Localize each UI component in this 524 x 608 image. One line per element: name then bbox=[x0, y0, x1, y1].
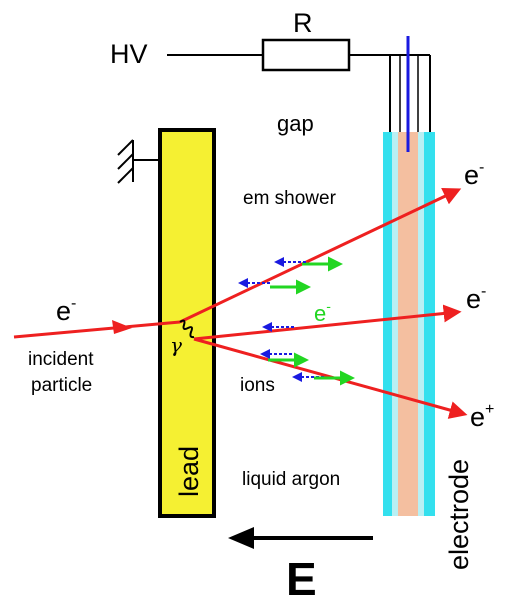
electron-middle-label: e- bbox=[466, 283, 486, 314]
incident-electron-label: e- bbox=[56, 295, 76, 326]
free-electron-label: e- bbox=[314, 298, 331, 326]
liquid-argon-label: liquid argon bbox=[242, 469, 340, 490]
electric-field-arrow bbox=[228, 527, 373, 549]
lead-label: lead bbox=[174, 446, 204, 497]
shower-track-middle bbox=[193, 304, 462, 341]
electrode-inner bbox=[398, 132, 418, 516]
electrode-right-layer bbox=[418, 132, 424, 516]
gap-label: gap bbox=[277, 111, 314, 136]
electric-field-label: E bbox=[286, 553, 317, 605]
ground-icon bbox=[117, 139, 160, 184]
photon-wavy-icon bbox=[179, 319, 195, 339]
electrode-label: electrode bbox=[444, 459, 474, 570]
resistor-label: R bbox=[293, 8, 313, 38]
gamma-label: γ bbox=[170, 333, 182, 357]
incident-label-line1: incident bbox=[28, 349, 94, 370]
positron-label: e+ bbox=[470, 401, 494, 432]
incident-label-line2: particle bbox=[31, 375, 92, 396]
shower-track-upper bbox=[179, 188, 462, 324]
incident-track-arrowhead bbox=[112, 320, 132, 334]
electrode bbox=[383, 36, 435, 516]
electrode-left-layer bbox=[392, 132, 398, 516]
incident-track bbox=[13, 320, 181, 339]
resistor-icon bbox=[261, 38, 351, 72]
ions-label: ions bbox=[240, 375, 275, 396]
hv-circuit: HV R bbox=[110, 8, 431, 132]
ion-drift-arrows bbox=[238, 256, 355, 386]
electron-upper-label: e- bbox=[464, 159, 484, 190]
hv-label: HV bbox=[110, 39, 148, 69]
em-shower-label: em shower bbox=[243, 188, 337, 209]
